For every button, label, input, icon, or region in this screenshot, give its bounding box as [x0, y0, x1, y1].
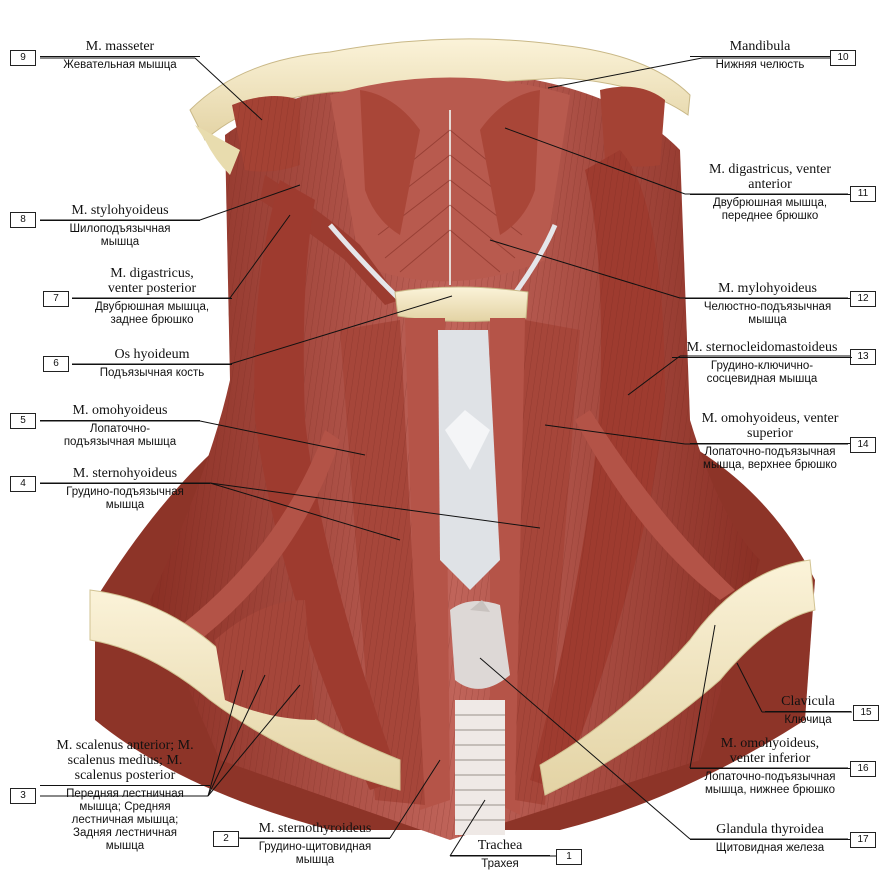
label-russian: Жевательная мышца — [63, 59, 177, 71]
label-omohyoid-inferior: M. omohyoideus, venter inferior Лопаточн… — [690, 736, 850, 797]
label-glandula-thyroidea: Glandula thyroidea Щитовидная железа — [690, 822, 850, 855]
label-number-10: 10 — [830, 50, 856, 66]
label-latin: M. sternocleidomastoideus — [686, 340, 838, 355]
label-latin: Glandula thyroidea — [716, 822, 824, 837]
label-clavicula: Clavicula Ключица — [765, 694, 851, 727]
label-russian: Двубрюшная мышца, переднее брюшко — [712, 197, 828, 222]
label-number-15: 15 — [853, 705, 879, 721]
label-latin: M. sternohyoideus — [72, 466, 178, 481]
label-latin: M. scalenus anterior; M. scalenus medius… — [56, 738, 194, 783]
label-russian: Ключица — [784, 714, 832, 726]
label-russian: Шилоподъязычная мышца — [69, 223, 171, 248]
label-russian: Двубрюшная мышца, заднее брюшко — [94, 301, 210, 326]
label-number-1: 1 — [556, 849, 582, 865]
label-omohyoideus: M. omohyoideus Лопаточно-подъязычная мыш… — [40, 403, 200, 449]
label-number-2: 2 — [213, 831, 239, 847]
label-number-9: 9 — [10, 50, 36, 66]
label-digastric-anterior: M. digastricus, venter anterior Двубрюшн… — [690, 162, 850, 223]
label-russian: Трахея — [481, 858, 519, 870]
label-latin: Os hyoideum — [114, 347, 190, 362]
clavicle-right — [539, 559, 816, 796]
label-russian: Челюстно-подъязычная мышца — [703, 301, 832, 326]
label-latin: M. omohyoideus — [72, 403, 168, 418]
label-scalenus: M. scalenus anterior; M. scalenus medius… — [40, 738, 210, 853]
label-latin: M. stylohyoideus — [71, 203, 169, 218]
label-russian: Щитовидная железа — [715, 842, 825, 854]
label-latin: M. mylohyoideus — [718, 281, 817, 296]
label-russian: Нижняя челюсть — [715, 59, 805, 71]
label-masseter: M. masseter Жевательная мышца — [40, 39, 200, 72]
label-number-17: 17 — [850, 832, 876, 848]
label-number-8: 8 — [10, 212, 36, 228]
label-mylohyoideus: M. mylohyoideus Челюстно-подъязычная мыш… — [685, 281, 850, 327]
label-number-7: 7 — [43, 291, 69, 307]
label-sternothyroideus: M. sternothyroideus Грудино-щитовидная м… — [240, 821, 390, 867]
label-number-11: 11 — [850, 186, 876, 202]
label-mandibula: Mandibula Нижняя челюсть — [690, 39, 830, 72]
label-digastric-posterior: M. digastricus, venter posterior Двубрюш… — [72, 266, 232, 327]
label-russian: Грудино-подъязычная мышца — [66, 486, 184, 511]
label-number-4: 4 — [10, 476, 36, 492]
label-latin: M. digastricus, venter anterior — [708, 162, 832, 192]
label-russian: Грудино-щитовидная мышца — [258, 841, 372, 866]
label-russian: Передняя лестничная мышца; Средняя лестн… — [66, 788, 184, 852]
label-latin: M. digastricus, venter posterior — [107, 266, 197, 296]
label-number-13: 13 — [850, 349, 876, 365]
label-russian: Лопаточно-подъязычная мышца, нижнее брюш… — [704, 771, 836, 796]
label-russian: Подъязычная кость — [99, 367, 205, 379]
label-russian: Лопаточно-подъязычная мышца, верхнее брю… — [703, 446, 837, 471]
label-number-16: 16 — [850, 761, 876, 777]
label-latin: Clavicula — [781, 694, 835, 709]
label-latin: M. masseter — [85, 39, 155, 54]
label-number-5: 5 — [10, 413, 36, 429]
label-russian: Грудино-ключично-сосцевидная мышца — [706, 360, 818, 385]
label-latin: M. omohyoideus, venter inferior — [720, 736, 820, 766]
label-latin: Trachea — [477, 838, 523, 853]
label-russian: Лопаточно-подъязычная мышца — [63, 423, 177, 448]
label-os-hyoideum: Os hyoideum Подъязычная кость — [72, 347, 232, 380]
trachea — [455, 700, 505, 835]
hyoid-bone — [394, 286, 529, 323]
label-number-12: 12 — [850, 291, 876, 307]
label-number-14: 14 — [850, 437, 876, 453]
label-sternocleidomastoideus: M. sternocleidomastoideus Грудино-ключич… — [672, 340, 852, 386]
label-sternohyoideus: M. sternohyoideus Грудино-подъязычная мы… — [40, 466, 210, 512]
label-latin: M. sternothyroideus — [258, 821, 372, 836]
label-number-3: 3 — [10, 788, 36, 804]
label-latin: Mandibula — [729, 39, 791, 54]
label-stylohyoideus: M. stylohyoideus Шилоподъязычная мышца — [40, 203, 200, 249]
label-trachea: Trachea Трахея — [450, 838, 550, 871]
label-omohyoid-superior: M. omohyoideus, venter superior Лопаточн… — [690, 411, 850, 472]
thyroid-gland — [450, 601, 510, 689]
label-number-6: 6 — [43, 356, 69, 372]
mandible-bone — [189, 38, 691, 141]
label-latin: M. omohyoideus, venter superior — [701, 411, 839, 441]
